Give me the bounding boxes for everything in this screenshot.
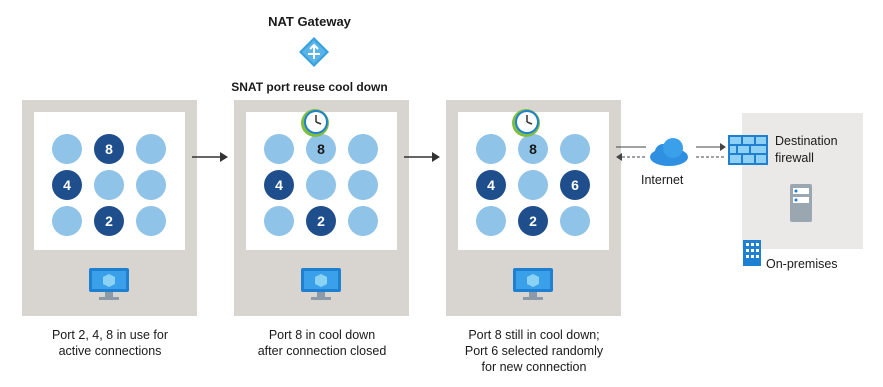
port-slot (264, 134, 294, 164)
port-4: 4 (476, 170, 506, 200)
server-icon (790, 184, 812, 222)
vm-icon (301, 268, 341, 300)
port-slot (136, 170, 166, 200)
port-slot (560, 206, 590, 236)
internet-label: Internet (641, 173, 684, 187)
caption-panel-1: Port 2, 4, 8 in use for active connectio… (51, 328, 169, 358)
clock-icon (512, 109, 540, 137)
caption-panel-3: Port 8 still in cool down; Port 6 select… (464, 328, 604, 374)
port-2: 2 (306, 206, 336, 236)
port-slot (560, 134, 590, 164)
port-slot (476, 134, 506, 164)
port-slot (264, 206, 294, 236)
port-8: 8 (94, 134, 124, 164)
port-slot (136, 134, 166, 164)
destination-firewall-label: Destination firewall (775, 134, 838, 165)
vm-icon (89, 268, 129, 300)
port-slot (348, 134, 378, 164)
port-8: 8 (306, 134, 336, 164)
port-slot (306, 170, 336, 200)
firewall-icon (728, 135, 768, 165)
port-4: 4 (264, 170, 294, 200)
port-slot (348, 206, 378, 236)
port-slot (52, 134, 82, 164)
caption-panel-2: Port 8 in cool down after connection clo… (257, 328, 387, 358)
arrow-right-icon (192, 152, 228, 162)
port-slot (476, 206, 506, 236)
nat-gateway-title: NAT Gateway (268, 14, 351, 29)
port-2: 2 (94, 206, 124, 236)
cloud-icon (650, 138, 688, 166)
snat-cooldown-label: SNAT port reuse cool down (231, 80, 388, 94)
port-6: 6 (560, 170, 590, 200)
nat-gateway-icon (299, 37, 329, 67)
building-icon (743, 240, 761, 266)
port-slot (136, 206, 166, 236)
port-slot (518, 170, 548, 200)
port-4: 4 (52, 170, 82, 200)
port-slot (348, 170, 378, 200)
onprem-label: On-premises (766, 257, 838, 271)
outbound-arrow-icon (616, 143, 726, 161)
clock-icon (301, 109, 329, 137)
port-slot (52, 206, 82, 236)
vm-icon (513, 268, 553, 300)
arrow-right-icon (404, 152, 440, 162)
port-slot (94, 170, 124, 200)
port-8: 8 (518, 134, 548, 164)
port-2: 2 (518, 206, 548, 236)
